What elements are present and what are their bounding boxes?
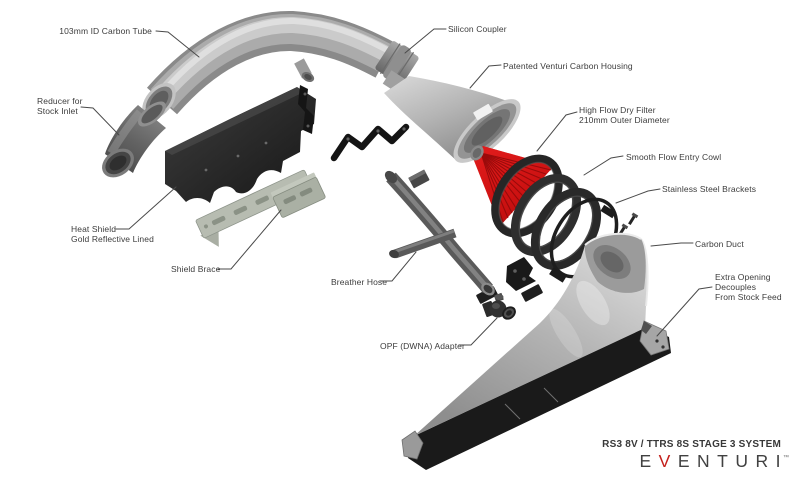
reducer-open-end [102,148,134,178]
label-heat-shield: Heat Shield Gold Reflective Lined [71,224,154,244]
label-carbon-duct: Carbon Duct [695,239,744,249]
wavy-bracket [330,123,410,162]
label-silicon-coupler: Silicon Coupler [448,24,507,34]
shield-brace-part [195,169,326,247]
label-opf-adapter: OPF (DWNA) Adapter [380,341,465,351]
label-entry-cowl: Smooth Flow Entry Cowl [626,152,722,162]
duct-tip-cap [401,430,424,460]
label-venturi-housing: Patented Venturi Carbon Housing [503,61,633,71]
eventuri-logo: EVENTURI™ [639,451,789,472]
system-title: RS3 8V / TTRS 8S STAGE 3 SYSTEM [602,439,781,450]
silicon-coupler-part [375,41,419,85]
trademark-symbol: ™ [783,455,789,461]
housing-label-sticker [473,103,493,121]
label-reducer: Reducer for Stock Inlet [37,96,83,116]
leader-lines [80,28,713,346]
heat-shield-part [165,87,316,203]
logo-red-v: V [658,451,678,471]
logo-letters: ENTURI [677,451,788,471]
venturi-housing-part [382,70,521,163]
housing-mouth [453,99,521,163]
label-extra-opening: Extra Opening Decouples From Stock Feed [715,272,782,302]
hose-clamp-part [408,169,430,189]
l-bracket [506,257,536,291]
mounting-bracket [298,85,314,134]
label-breather-hose: Breather Hose [331,277,388,287]
carbon-duct-part [401,232,671,470]
brace-end-bracket [270,172,326,218]
logo-letter: E [639,451,659,471]
duct-body [414,233,648,436]
opf-adapter-part [482,292,516,320]
label-shield-brace: Shield Brace [171,264,221,274]
hose-open-end [481,282,495,296]
label-dry-filter: High Flow Dry Filter 210mm Outer Diamete… [579,105,670,125]
duct-lower-skirt [408,327,671,470]
breather-hose-part [384,170,495,296]
label-ss-brackets: Stainless Steel Brackets [662,184,757,194]
stock-inlet-reducer-part [102,101,167,178]
tube-breather-port [294,58,315,83]
dry-filter-part [470,145,563,238]
label-carbon-tube: 103mm ID Carbon Tube [59,26,152,36]
filter-apex-cap [470,145,484,161]
